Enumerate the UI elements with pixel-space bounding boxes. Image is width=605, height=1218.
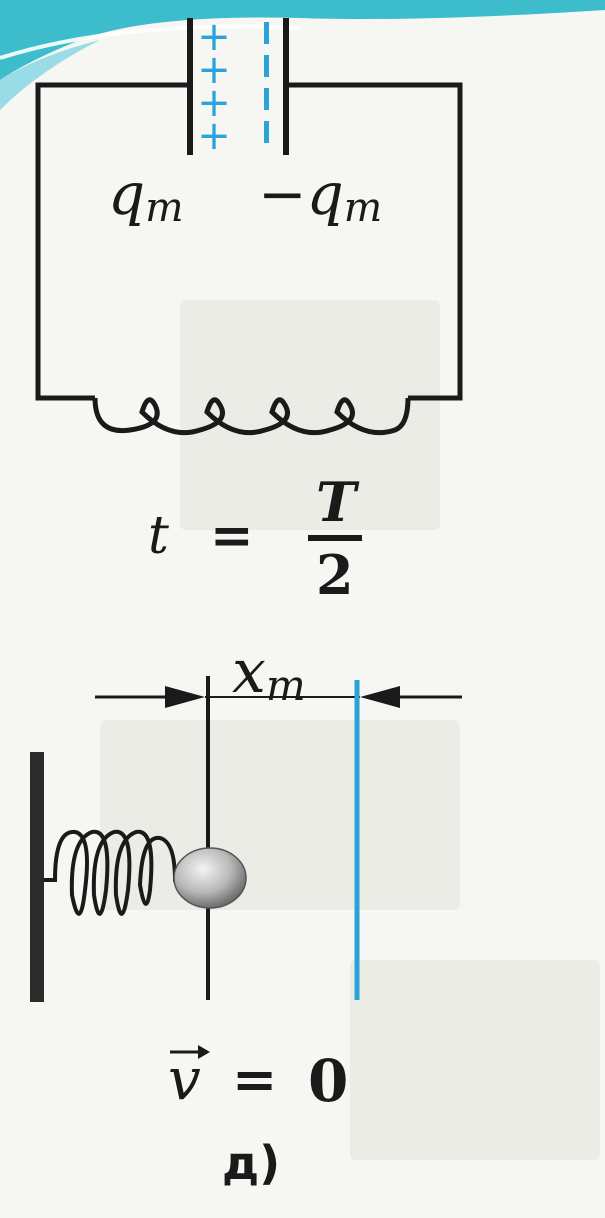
inductor-coil — [92, 397, 411, 436]
plus-sign: + — [197, 14, 231, 60]
velocity-value: 0 — [308, 1047, 349, 1115]
lc-circuit-diagram: ++++ — [35, 14, 463, 436]
dimension-arrow-left — [165, 686, 205, 708]
scan-ghost-block — [350, 960, 600, 1160]
plus-sign: + — [197, 80, 231, 126]
negative-charge-signs — [264, 22, 269, 143]
velocity-variable: v — [168, 1045, 201, 1113]
velocity-vector-arrowhead — [198, 1045, 210, 1059]
charge-left-label: qm — [108, 160, 184, 232]
charge-right-label: −qm — [258, 160, 383, 232]
dimension-arrow-right — [360, 686, 400, 708]
time-fraction-numerator: T — [316, 470, 357, 534]
plus-sign: + — [197, 113, 231, 159]
time-equals-sign: = — [210, 505, 254, 566]
spring-coil — [44, 829, 180, 916]
plus-sign: + — [197, 47, 231, 93]
oscillating-ball — [173, 847, 247, 909]
minus-sign — [264, 22, 269, 44]
circuit-wire — [35, 82, 190, 401]
circuit-wire — [286, 82, 463, 401]
time-variable: t — [148, 506, 169, 566]
panel-label: д) — [222, 1136, 281, 1190]
amplitude-label: xm — [232, 637, 306, 710]
velocity-equals-sign: = — [232, 1047, 278, 1111]
minus-sign — [264, 88, 269, 110]
time-fraction-denominator: 2 — [316, 543, 354, 607]
minus-sign — [264, 55, 269, 77]
wall — [30, 752, 44, 1002]
scan-ghost-block — [100, 720, 460, 910]
fraction-bar — [308, 535, 362, 541]
positive-charge-signs: ++++ — [197, 14, 231, 159]
minus-sign — [264, 121, 269, 143]
slide-frame-decoration — [0, 0, 605, 110]
